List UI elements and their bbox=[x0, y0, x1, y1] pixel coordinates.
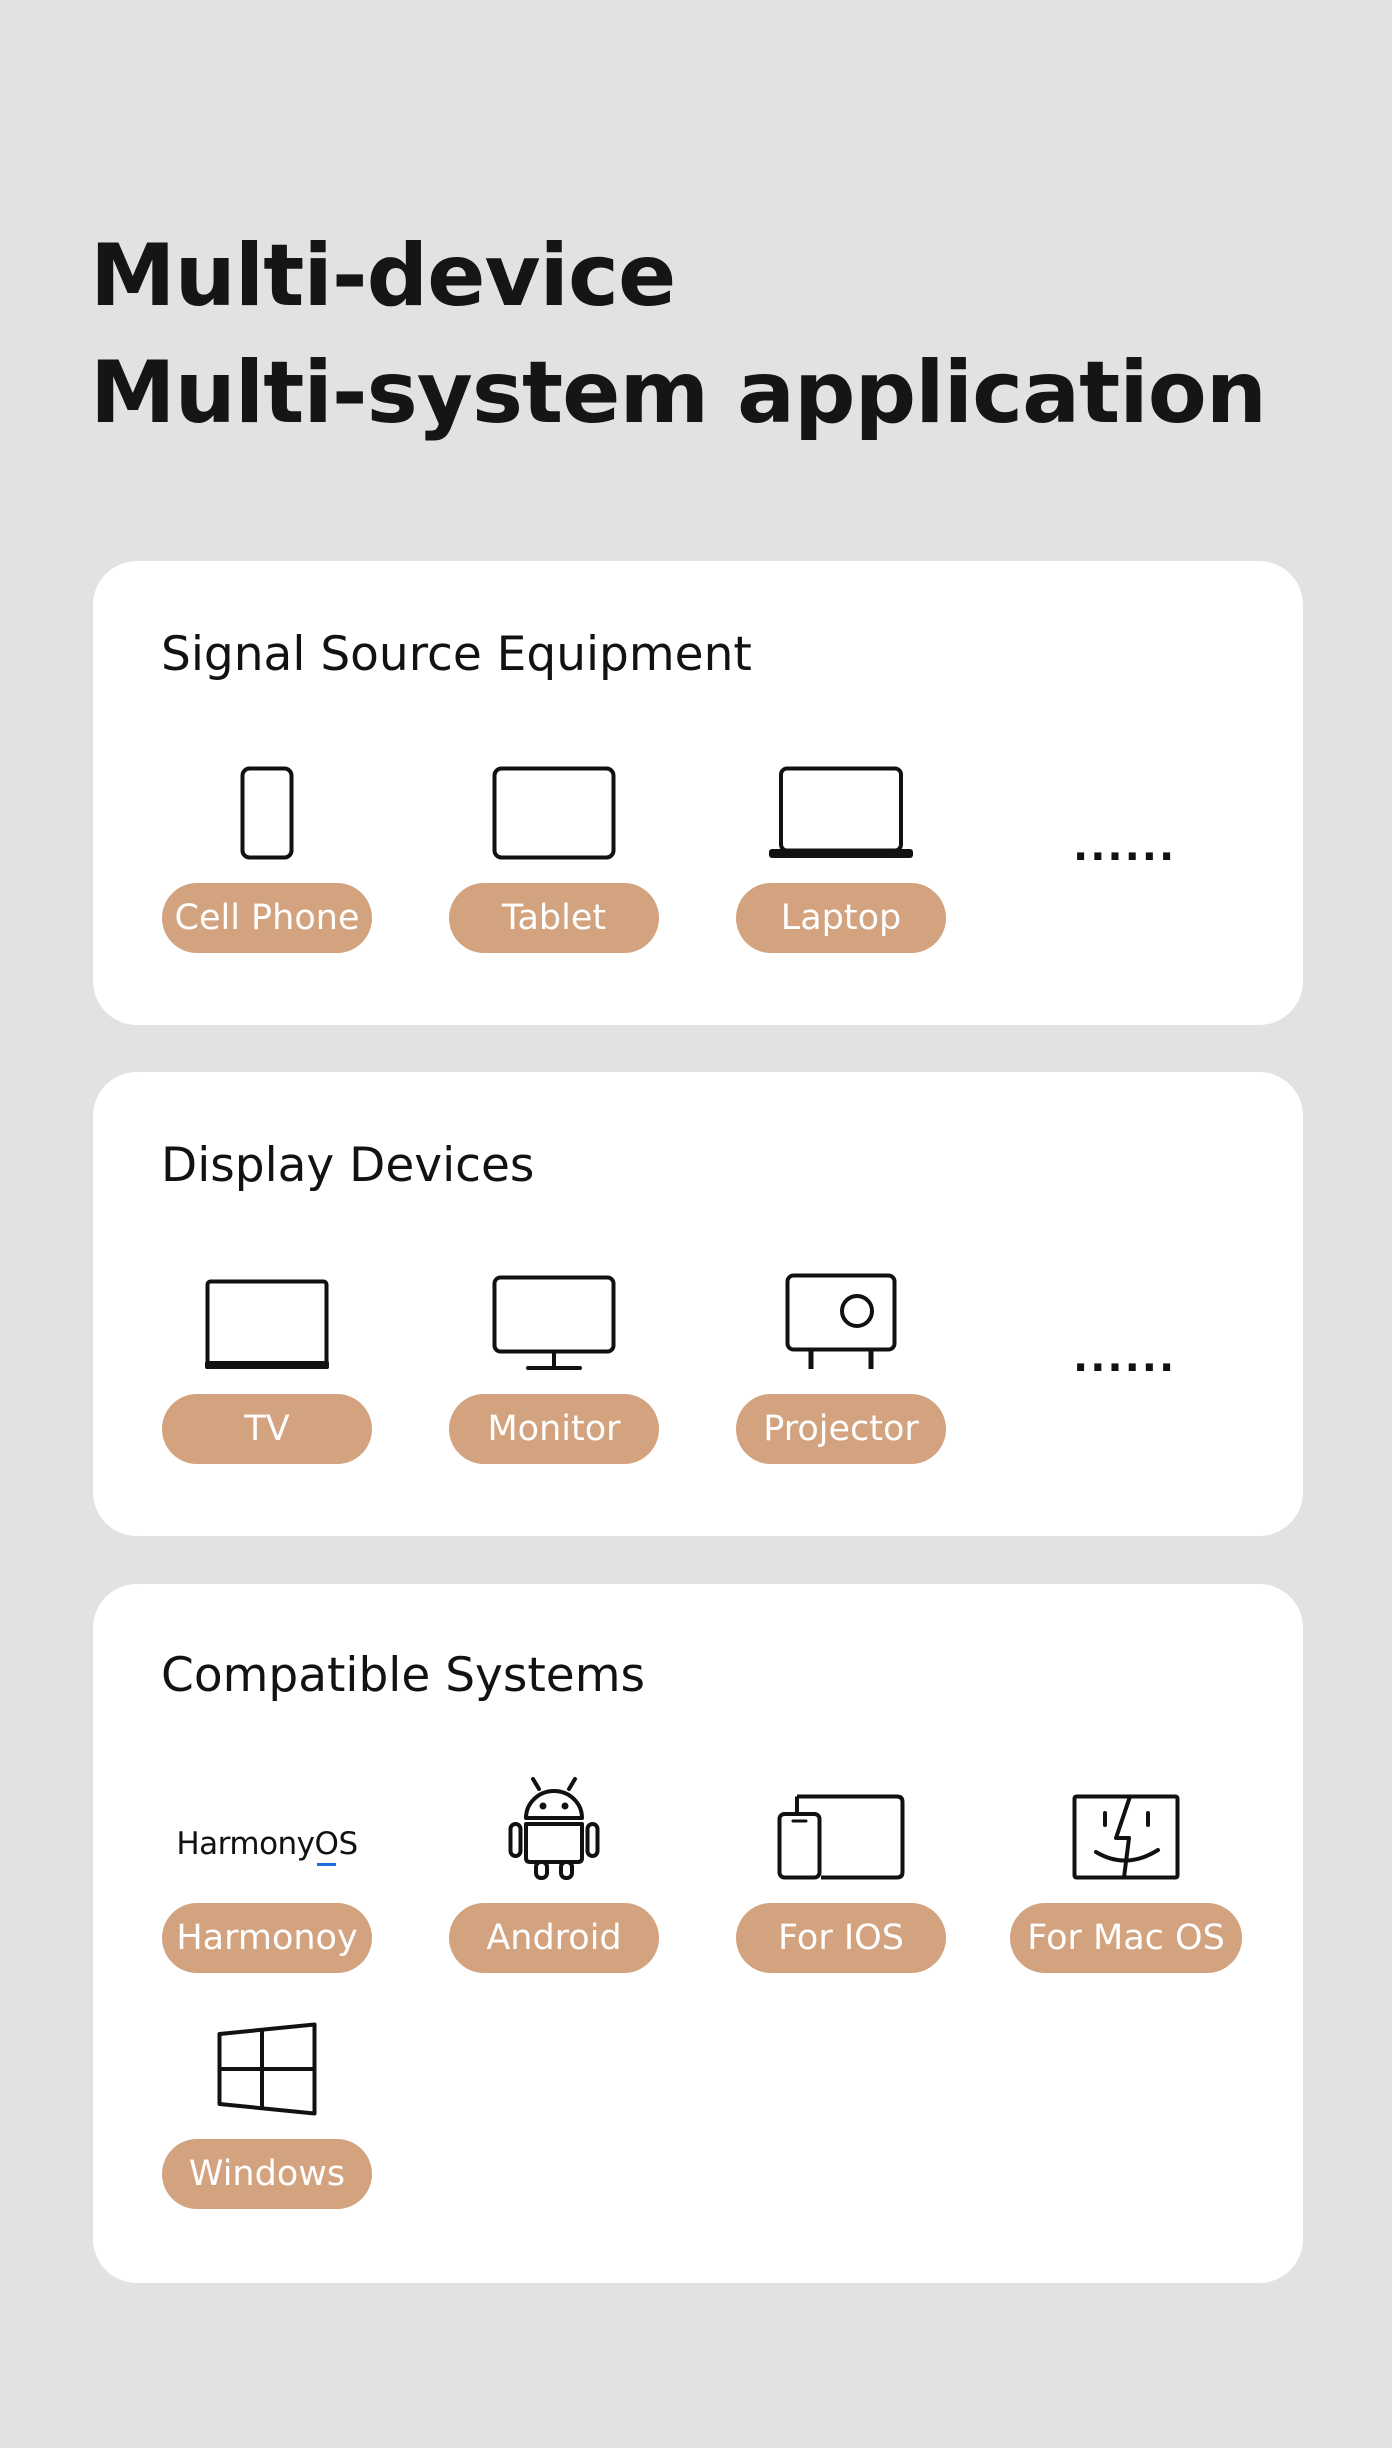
mac-finder-icon bbox=[1010, 1784, 1242, 1880]
device-projector: Projector bbox=[736, 1273, 946, 1464]
android-label: Android bbox=[449, 1903, 659, 1973]
device-monitor: Monitor bbox=[449, 1275, 659, 1464]
android-icon bbox=[449, 1777, 659, 1880]
compatible-systems-card: Compatible Systems HarmonyOS Harmonoy An… bbox=[93, 1584, 1303, 2283]
tv-icon bbox=[162, 1275, 372, 1371]
tablet-icon bbox=[449, 764, 659, 860]
system-macos: For Mac OS bbox=[1010, 1784, 1242, 1973]
system-android: Android bbox=[449, 1777, 659, 1973]
tv-label: TV bbox=[162, 1394, 372, 1464]
ios-label: For IOS bbox=[736, 1903, 946, 1973]
harmonyos-label: Harmonoy bbox=[162, 1903, 372, 1973]
headline: Multi-device Multi-system application bbox=[90, 218, 1267, 452]
monitor-label: Monitor bbox=[449, 1394, 659, 1464]
windows-icon bbox=[162, 2020, 372, 2116]
system-harmonyos: HarmonyOS Harmonoy bbox=[162, 1784, 372, 1973]
signal-source-title: Signal Source Equipment bbox=[161, 627, 752, 682]
cell-phone-label: Cell Phone bbox=[162, 883, 372, 953]
projector-icon bbox=[736, 1273, 946, 1371]
ios-devices-icon bbox=[736, 1784, 946, 1880]
monitor-icon bbox=[449, 1275, 659, 1371]
more-displays-ellipsis: ...... bbox=[1073, 1335, 1177, 1381]
harmonyos-logo: HarmonyOS bbox=[176, 1826, 358, 1862]
laptop-label: Laptop bbox=[736, 883, 946, 953]
laptop-icon bbox=[736, 764, 946, 860]
headline-line-1: Multi-device bbox=[90, 226, 676, 326]
compatible-systems-title: Compatible Systems bbox=[161, 1648, 645, 1703]
display-devices-card: Display Devices TV Monitor bbox=[93, 1072, 1303, 1536]
more-devices-ellipsis: ...... bbox=[1073, 824, 1177, 870]
projector-label: Projector bbox=[736, 1394, 946, 1464]
macos-label: For Mac OS bbox=[1010, 1903, 1242, 1973]
device-tv: TV bbox=[162, 1275, 372, 1464]
device-cell-phone: Cell Phone bbox=[162, 764, 372, 953]
windows-label: Windows bbox=[162, 2139, 372, 2209]
system-windows: Windows bbox=[162, 2020, 372, 2209]
tablet-label: Tablet bbox=[449, 883, 659, 953]
display-devices-title: Display Devices bbox=[161, 1138, 535, 1193]
system-ios: For IOS bbox=[736, 1784, 946, 1973]
headline-line-2: Multi-system application bbox=[90, 343, 1267, 443]
cell-phone-icon bbox=[162, 764, 372, 860]
device-tablet: Tablet bbox=[449, 764, 659, 953]
signal-source-card: Signal Source Equipment Cell Phone Table… bbox=[93, 561, 1303, 1025]
device-laptop: Laptop bbox=[736, 764, 946, 953]
